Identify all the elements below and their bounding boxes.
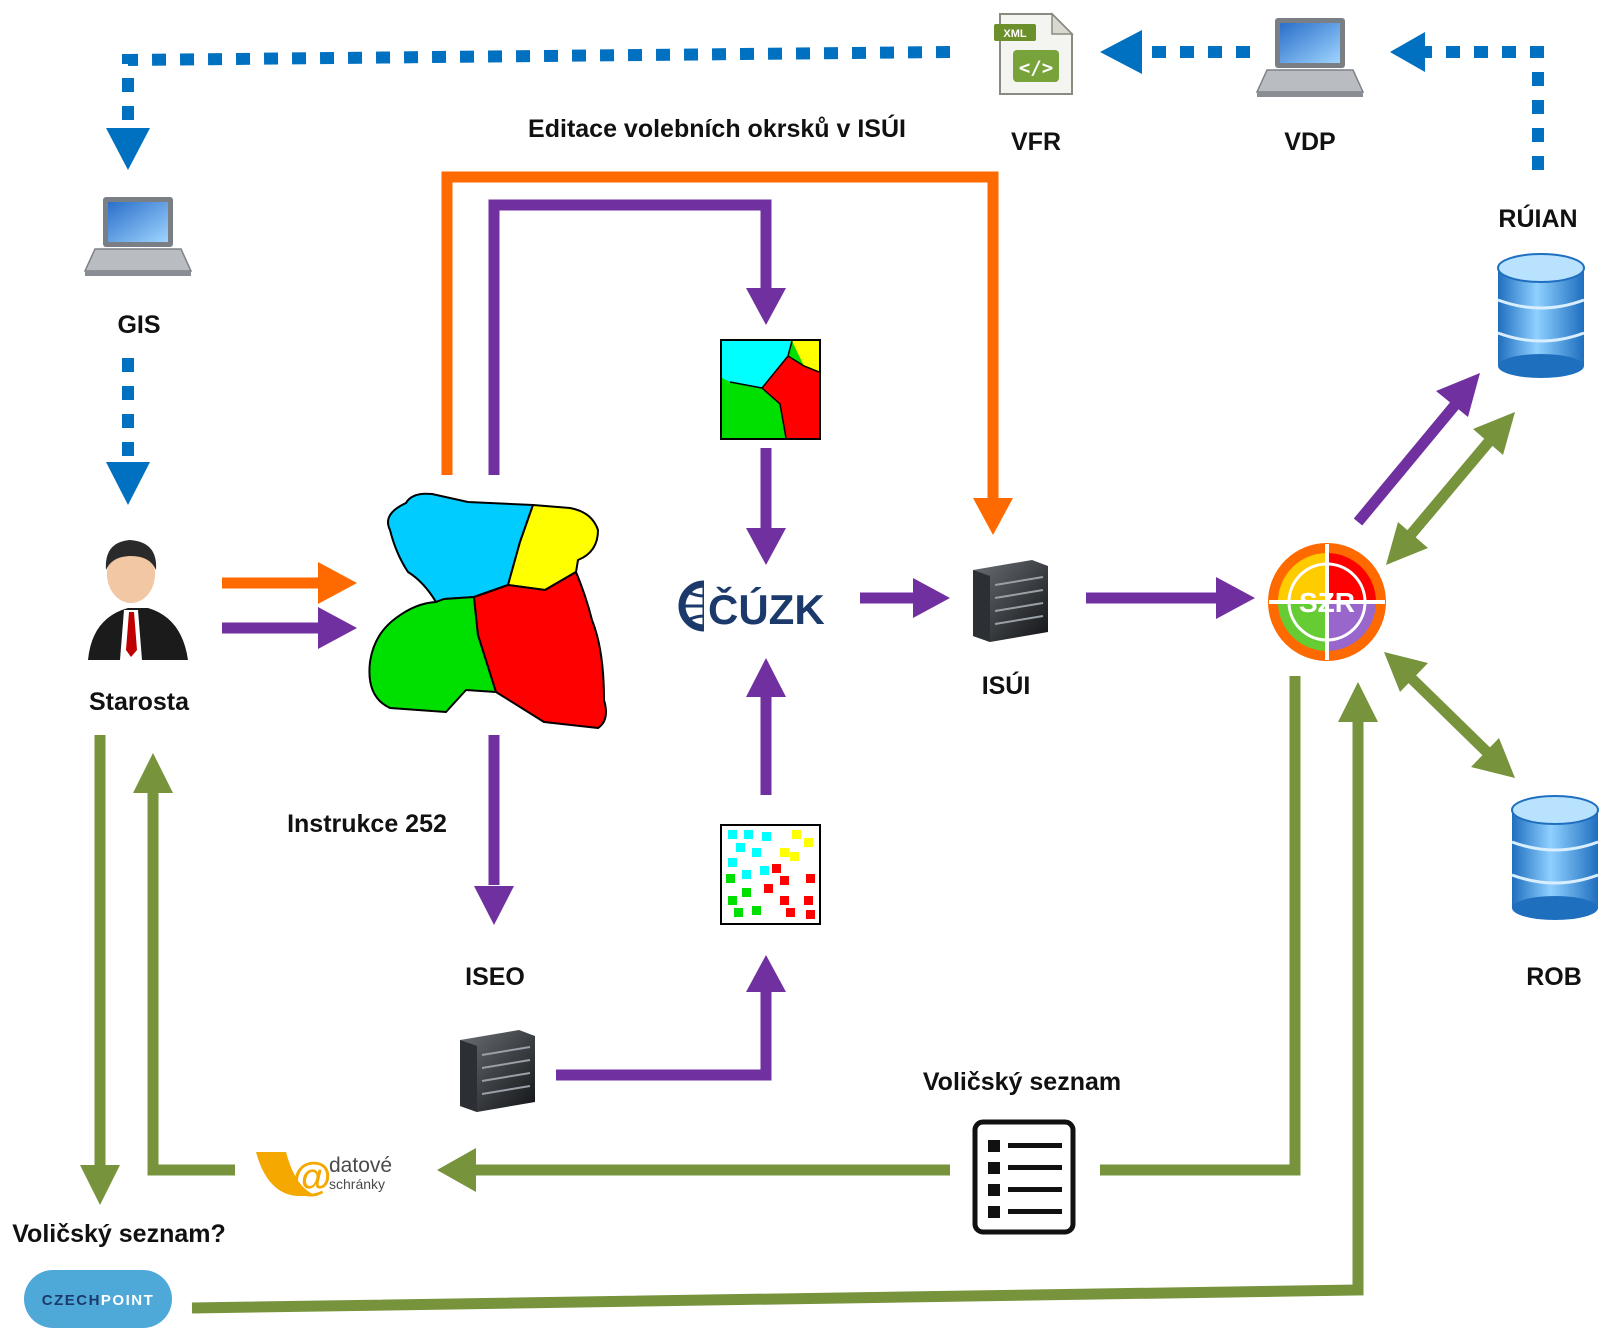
purple-arrowheads xyxy=(318,288,1480,992)
arrowhead-into-cuzk-from-top xyxy=(746,528,786,565)
arrowhead-into-szr-from-czechpoint xyxy=(1338,682,1378,722)
label-isui: ISÚI xyxy=(982,670,1031,700)
laptop-icon xyxy=(1255,18,1365,97)
arrowhead-ruian-end-link xyxy=(1473,412,1515,455)
xml-file-icon: XML </> xyxy=(994,12,1074,95)
gis-laptop-icon xyxy=(83,197,193,276)
map-to-isui-orange-line xyxy=(441,171,999,500)
region-map xyxy=(368,492,607,729)
green-arrows xyxy=(94,434,1497,1314)
label-gis: GIS xyxy=(117,311,160,339)
iseo-to-points-line xyxy=(556,990,772,1081)
orange-arrowheads xyxy=(318,498,1013,604)
points-map-icon xyxy=(720,824,821,925)
szr-rob-double-green-line xyxy=(1404,671,1494,759)
datove-line1: datové xyxy=(329,1154,392,1177)
datove-to-starosta-green-line xyxy=(147,790,235,1176)
szr-ruian-double-green-line xyxy=(1403,434,1497,542)
arrowhead-rob-end-link xyxy=(1471,738,1515,778)
arrowhead-into-ruian-purple xyxy=(1436,373,1480,417)
czechpoint-part2: POINT xyxy=(101,1292,154,1309)
arrowhead-into-isui-orange xyxy=(973,498,1013,535)
map-to-regions-purple-line xyxy=(488,199,772,475)
rob-database-icon xyxy=(1511,795,1599,920)
arrowhead-into-map-purple xyxy=(318,607,357,649)
ruian-database-icon xyxy=(1497,253,1585,378)
datove-schranky-logo: @ datové schránky xyxy=(256,1152,392,1199)
label-instrukce: Instrukce 252 xyxy=(287,810,447,838)
arrowhead-into-points-map xyxy=(746,955,786,992)
green-arrowheads xyxy=(80,412,1515,1205)
czechpoint-part1: CZECH xyxy=(42,1292,101,1309)
yellow-points xyxy=(780,830,813,861)
arrowhead-into-gis xyxy=(106,128,150,170)
svg-text:CZECHPOINT: CZECHPOINT xyxy=(42,1292,155,1309)
arrowhead-szr-end-ruian-link xyxy=(1386,522,1428,565)
region-green xyxy=(368,596,497,713)
arrowhead-into-vfr xyxy=(1100,30,1142,74)
label-ruian: RÚIAN xyxy=(1498,203,1577,233)
svg-text:@: @ xyxy=(292,1155,331,1199)
arrowhead-into-starosta xyxy=(106,462,150,505)
xml-glyph-text: </> xyxy=(1019,57,1053,79)
szr-logo-text: SZR xyxy=(1299,587,1355,618)
purple-arrows xyxy=(222,199,1460,1081)
arrowhead-into-szr-purple xyxy=(1216,577,1255,619)
iseo-server-icon xyxy=(460,1030,535,1112)
datove-line2: schránky xyxy=(329,1176,385,1192)
arrowhead-szr-end-rob-link xyxy=(1384,652,1428,692)
red-points xyxy=(764,864,815,919)
arrowhead-into-iseo xyxy=(474,886,514,925)
label-rob: ROB xyxy=(1526,963,1582,991)
arrowhead-into-isui-purple xyxy=(913,578,950,618)
arrowhead-into-datove xyxy=(437,1148,476,1192)
cuzk-logo: ČÚZK xyxy=(678,578,825,634)
blue-dotted-arrows xyxy=(122,46,1544,458)
label-edit-title: Editace volebních okrsků v ISÚI xyxy=(528,113,906,143)
isui-server-icon xyxy=(973,560,1048,642)
szr-to-ruian-purple-line xyxy=(1353,401,1460,526)
region-cyan xyxy=(387,492,534,603)
arrowhead-into-starosta-green xyxy=(133,753,173,793)
label-starosta: Starosta xyxy=(89,688,190,716)
orange-arrows xyxy=(222,171,999,589)
arrowhead-into-vdp xyxy=(1390,32,1425,72)
map-icon xyxy=(720,339,821,440)
region-yellow xyxy=(507,504,599,591)
list-icon xyxy=(972,1119,1076,1235)
region-red xyxy=(473,571,607,729)
green-points xyxy=(726,874,761,917)
labels: VFR VDP RÚIAN GIS Editace volebních okrs… xyxy=(12,113,1582,1248)
label-vdp: VDP xyxy=(1284,128,1335,156)
label-vfr: VFR xyxy=(1011,128,1061,156)
szr-to-list-green-line xyxy=(1100,676,1301,1176)
user-icon xyxy=(88,540,188,660)
label-volicsky-seznam-query: Voličský seznam? xyxy=(12,1220,226,1248)
xml-tag-text: XML xyxy=(1003,28,1027,40)
label-volicsky-seznam: Voličský seznam xyxy=(923,1068,1121,1096)
ruian-to-vdp-line xyxy=(1420,46,1544,170)
arrowhead-into-map-orange xyxy=(318,562,357,604)
blue-arrowheads xyxy=(106,30,1425,505)
czechpoint-to-szr-green-line xyxy=(191,720,1364,1314)
cyan-points xyxy=(728,830,771,879)
label-iseo: ISEO xyxy=(465,963,525,991)
cuzk-logo-text: ČÚZK xyxy=(708,585,825,633)
vfr-to-gis-line xyxy=(122,46,951,130)
arrowhead-into-query xyxy=(80,1165,120,1205)
arrowhead-into-cuzk-from-bottom xyxy=(746,658,786,697)
arrowhead-into-regions xyxy=(746,288,786,325)
czechpoint-logo: CZECHPOINT xyxy=(24,1270,172,1328)
szr-logo: SZR xyxy=(1268,543,1386,661)
